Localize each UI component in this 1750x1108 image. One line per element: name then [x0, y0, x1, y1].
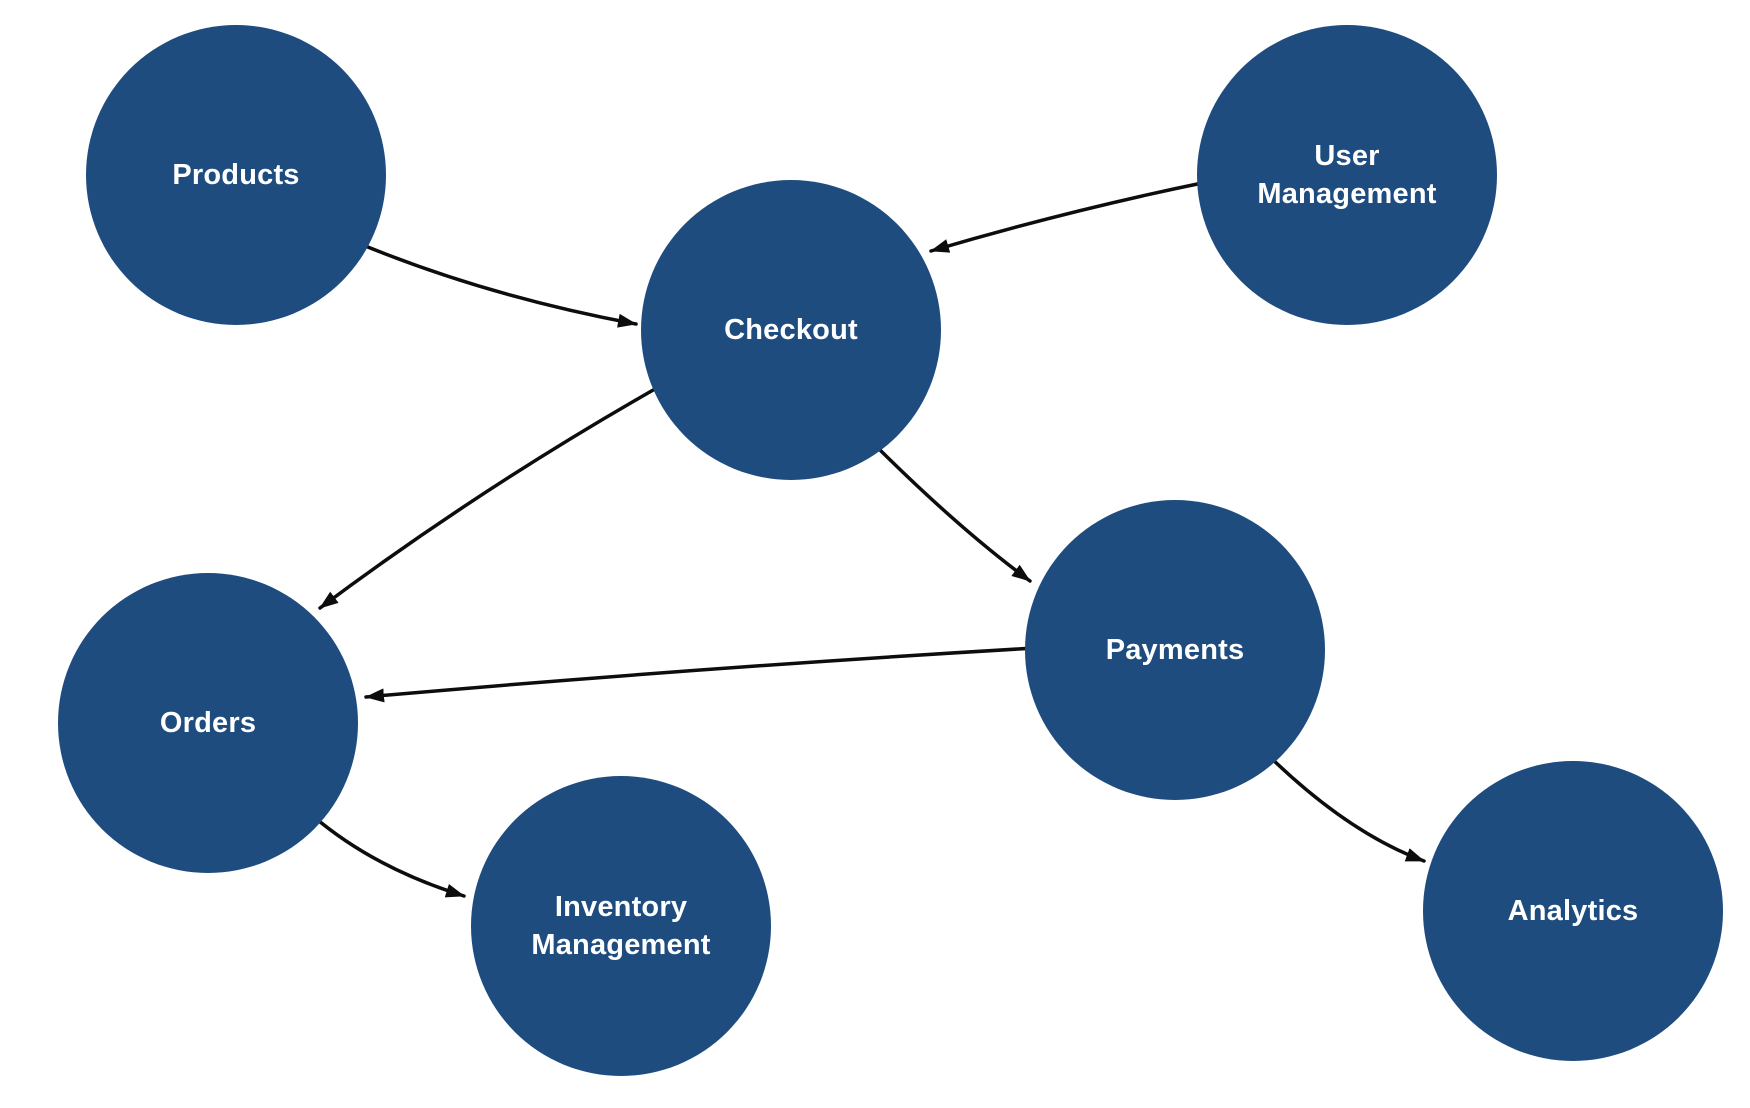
edge-products-to-checkout — [356, 241, 638, 328]
edge-payments-to-orders — [364, 646, 1037, 703]
node-checkout-label: Checkout — [724, 313, 858, 346]
node-user-management[interactable]: User Management — [1197, 25, 1497, 325]
node-orders[interactable]: Orders — [58, 573, 358, 873]
node-products[interactable]: Products — [86, 25, 386, 325]
node-products-label: Products — [172, 158, 300, 191]
edge-checkout-to-payments — [871, 441, 1032, 583]
node-inventory-management-label: Inventory Management — [531, 890, 711, 961]
edge-checkout-to-orders — [318, 383, 664, 610]
node-payments[interactable]: Payments — [1025, 500, 1325, 800]
node-analytics-label: Analytics — [1507, 894, 1639, 927]
edge-payments-to-analytics — [1266, 753, 1426, 863]
node-inventory-management[interactable]: Inventory Management — [471, 776, 771, 1076]
node-user-management-label: User Management — [1257, 139, 1437, 210]
edge-orders-to-inventory-management — [311, 814, 466, 898]
node-orders-label: Orders — [159, 706, 257, 739]
node-payments-label: Payments — [1105, 633, 1245, 666]
node-checkout[interactable]: Checkout — [641, 180, 941, 480]
node-analytics[interactable]: Analytics — [1423, 761, 1723, 1061]
edge-user-management-to-checkout — [929, 180, 1209, 253]
